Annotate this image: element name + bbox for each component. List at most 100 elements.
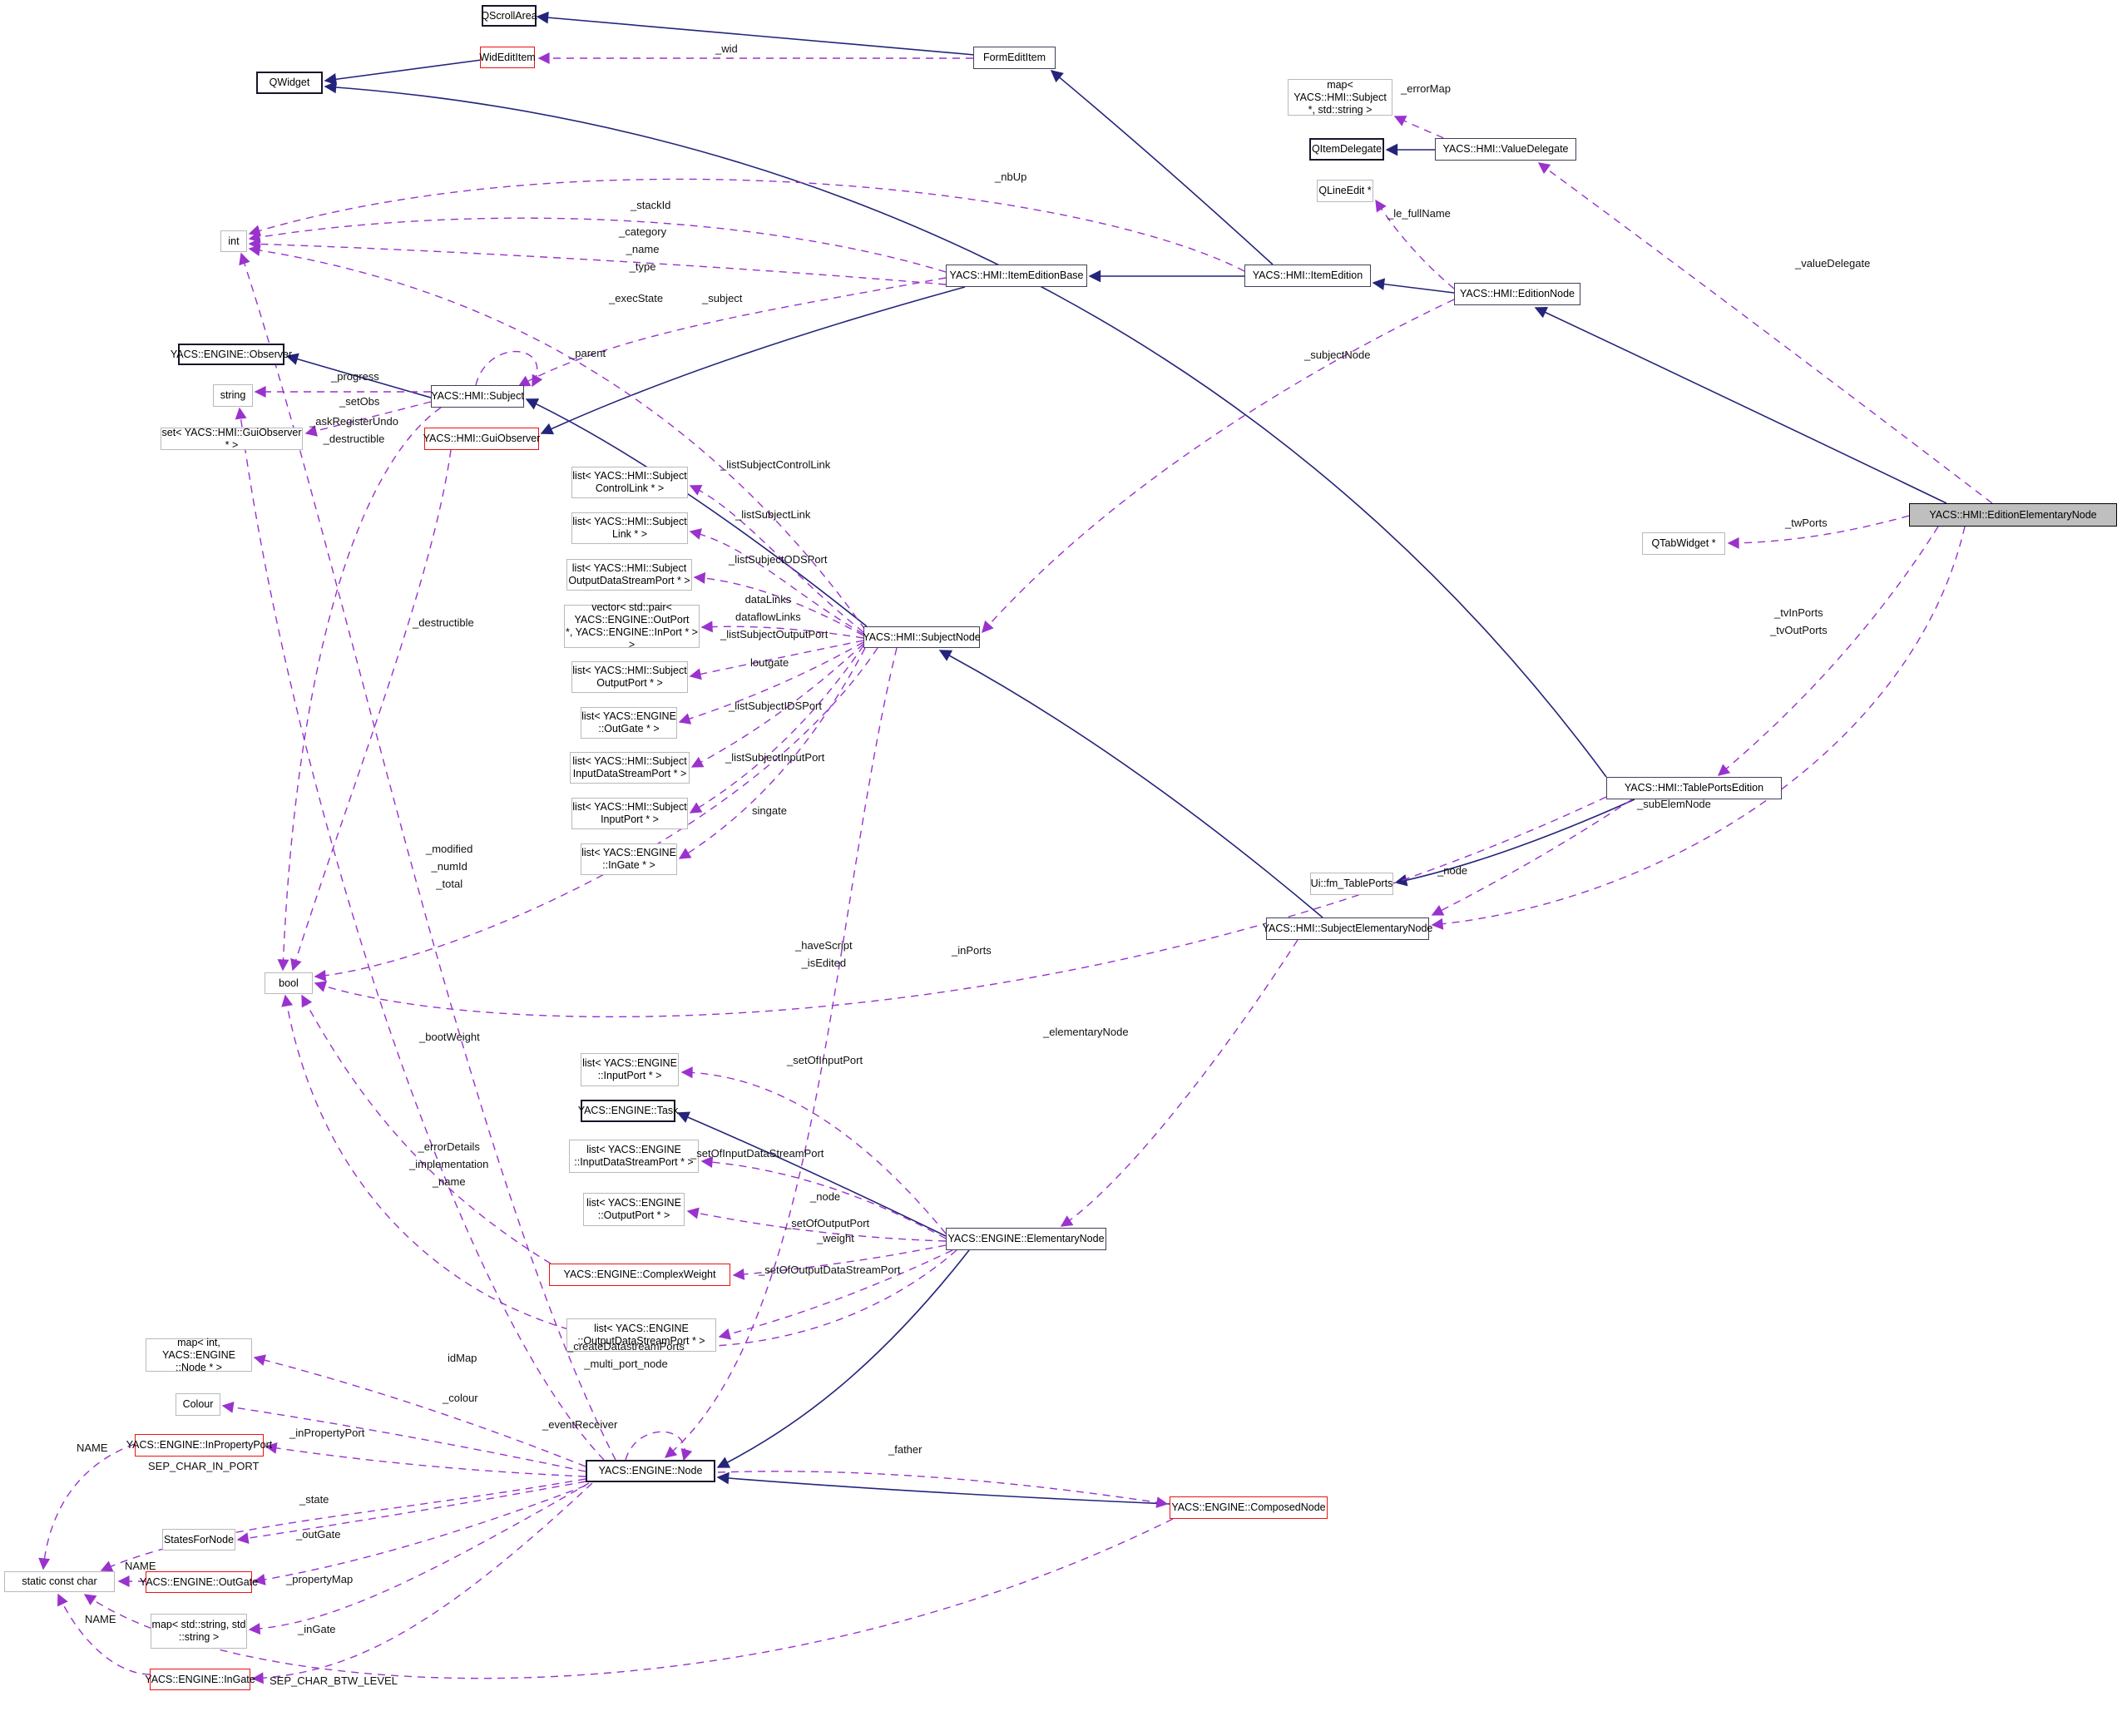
edge-label-idMap: idMap bbox=[448, 1352, 477, 1364]
edge-label-_listSubjectLink: _listSubjectLink bbox=[735, 508, 811, 521]
class-node-node[interactable]: YACS::ENGINE::Node bbox=[586, 1460, 715, 1482]
class-node-editionnode[interactable]: YACS::HMI::EditionNode bbox=[1454, 283, 1580, 305]
edge-label-_node: _node bbox=[810, 1190, 841, 1203]
class-node-itemeditionbase[interactable]: YACS::HMI::ItemEditionBase bbox=[946, 265, 1087, 287]
member-edge-NAME bbox=[38, 1443, 136, 1570]
class-node-list-controllink[interactable]: list< YACS::HMI::Subject ControlLink * > bbox=[571, 467, 688, 498]
class-node-outgate[interactable]: YACS::ENGINE::OutGate bbox=[140, 1571, 258, 1593]
class-node-colour[interactable]: Colour bbox=[176, 1393, 220, 1416]
class-node-label: list< YACS::ENGINE ::OutputPort * > bbox=[586, 1197, 681, 1221]
class-node-qwidget[interactable]: QWidget bbox=[256, 72, 323, 94]
edge-label-_setOfInputPort: _setOfInputPort bbox=[787, 1054, 863, 1066]
class-node-list-link[interactable]: list< YACS::HMI::Subject Link * > bbox=[571, 512, 688, 544]
class-node-list-outputport[interactable]: list< YACS::HMI::Subject OutputPort * > bbox=[571, 661, 688, 693]
edge-label-_errorDetails: _errorDetails _implementation _name bbox=[409, 1140, 489, 1188]
class-node-subject[interactable]: YACS::HMI::Subject bbox=[431, 385, 524, 408]
class-node-list-idsport[interactable]: list< YACS::HMI::Subject InputDataStream… bbox=[570, 752, 690, 784]
edge-label-_modified: _modified _numId _total bbox=[426, 843, 473, 890]
edge-label-_twPorts: _twPorts bbox=[1785, 517, 1828, 529]
class-node-list-odsport[interactable]: list< YACS::HMI::Subject OutputDataStrea… bbox=[566, 559, 692, 591]
edge-label-_outGate: _outGate bbox=[296, 1528, 341, 1541]
class-node-label: QScrollArea bbox=[481, 9, 537, 22]
edge-label-_valueDelegate: _valueDelegate bbox=[1795, 257, 1871, 270]
class-node-list-odsp-e[interactable]: list< YACS::ENGINE ::OutputDataStreamPor… bbox=[566, 1318, 716, 1352]
class-node-label: list< YACS::HMI::Subject OutputPort * > bbox=[572, 665, 687, 689]
edge-label-_state: _state bbox=[299, 1493, 329, 1506]
class-node-label: YACS::HMI::ItemEditionBase bbox=[949, 270, 1084, 281]
class-node-list-ingate[interactable]: list< YACS::ENGINE ::InGate * > bbox=[581, 843, 677, 875]
edge-label-_node: _node bbox=[1437, 864, 1468, 877]
class-node-bool[interactable]: bool bbox=[265, 972, 313, 994]
class-node-observer[interactable]: YACS::ENGINE::Observer bbox=[171, 344, 292, 365]
class-node-set-guiobserver[interactable]: set< YACS::HMI::GuiObserver * > bbox=[161, 426, 303, 451]
class-node-task[interactable]: YACS::ENGINE::Task bbox=[578, 1100, 678, 1122]
member-edge-_twPorts bbox=[1727, 515, 1910, 549]
edge-label-_inPropertyPort: _inPropertyPort bbox=[289, 1427, 365, 1439]
class-node-elementarynode[interactable]: YACS::ENGINE::ElementaryNode bbox=[946, 1228, 1106, 1250]
class-node-qtabwidget[interactable]: QTabWidget * bbox=[1642, 532, 1725, 555]
class-node-itemedition[interactable]: YACS::HMI::ItemEdition bbox=[1244, 265, 1371, 287]
member-edge-_inPorts bbox=[314, 796, 1607, 1018]
member-edge-_eventReceiver bbox=[625, 1431, 693, 1462]
class-node-edition-elementary-node[interactable]: YACS::HMI::EditionElementaryNode bbox=[1909, 503, 2117, 527]
class-node-tableportsedition[interactable]: YACS::HMI::TablePortsEdition bbox=[1606, 777, 1782, 799]
class-node-wideditem[interactable]: WidEditItem bbox=[479, 47, 536, 68]
class-node-qscrollarea[interactable]: QScrollArea bbox=[481, 5, 537, 27]
class-node-formedititem[interactable]: FormEditItem bbox=[973, 47, 1056, 69]
edge-label-dataLinks: dataLinks dataflowLinks bbox=[735, 593, 801, 623]
member-edge-SEP_CHAR_BTW_LEVEL bbox=[83, 1518, 1174, 1679]
class-node-label: list< YACS::HMI::Subject Link * > bbox=[572, 516, 687, 540]
member-edge-idMap bbox=[253, 1354, 586, 1467]
class-node-label: YACS::HMI::EditionElementaryNode bbox=[1929, 508, 2097, 521]
class-node-subjectnode[interactable]: YACS::HMI::SubjectNode bbox=[863, 626, 981, 648]
edge-label-NAME: NAME bbox=[77, 1442, 108, 1454]
class-node-int[interactable]: int bbox=[220, 230, 247, 252]
class-node-list-idsp-e[interactable]: list< YACS::ENGINE ::InputDataStreamPort… bbox=[569, 1140, 699, 1173]
edge-label-_elementaryNode: _elementaryNode bbox=[1043, 1026, 1129, 1038]
class-node-string[interactable]: string bbox=[213, 384, 253, 407]
class-node-map-int-node[interactable]: map< int, YACS::ENGINE ::Node * > bbox=[146, 1337, 252, 1373]
edge-label-_errorMap: _errorMap bbox=[1401, 82, 1451, 95]
edge-label-_listSubjectIDSPort: _listSubjectIDSPort bbox=[729, 700, 822, 712]
class-node-guiobserver[interactable]: YACS::HMI::GuiObserver bbox=[423, 428, 541, 450]
class-node-static-const-char[interactable]: static const char bbox=[4, 1571, 115, 1592]
class-node-label: YACS::ENGINE::InPropertyPort bbox=[126, 1439, 273, 1451]
class-node-vector-pair[interactable]: vector< std::pair< YACS::ENGINE::OutPort… bbox=[564, 601, 700, 650]
class-node-qlineedit[interactable]: QLineEdit * bbox=[1317, 180, 1373, 202]
class-node-valuedelegate[interactable]: YACS::HMI::ValueDelegate bbox=[1435, 138, 1576, 161]
edge-label-_execState: _execState bbox=[609, 292, 664, 304]
class-node-qitemdelegate[interactable]: QItemDelegate bbox=[1309, 138, 1384, 161]
member-edge-_setOfOutputPort bbox=[686, 1207, 947, 1242]
class-node-statesfornode[interactable]: StatesForNode bbox=[162, 1529, 235, 1551]
class-node-subject-elementary-node[interactable]: YACS::HMI::SubjectElementaryNode bbox=[1263, 917, 1432, 940]
edge-label-_le_fullName: _le_fullName bbox=[1387, 207, 1451, 220]
class-node-composednode[interactable]: YACS::ENGINE::ComposedNode bbox=[1170, 1496, 1328, 1519]
edge-label-_setOfOutputPort: _setOfOutputPort bbox=[785, 1217, 870, 1229]
class-node-ui-fm-tableports[interactable]: Ui::fm_TablePorts bbox=[1310, 873, 1393, 895]
class-node-list-outputport-e[interactable]: list< YACS::ENGINE ::OutputPort * > bbox=[583, 1193, 685, 1226]
member-edge-_haveScript bbox=[314, 647, 878, 982]
class-node-ingate[interactable]: YACS::ENGINE::InGate bbox=[145, 1669, 255, 1690]
class-node-label: Colour bbox=[182, 1398, 214, 1410]
class-node-list-inputport[interactable]: list< YACS::HMI::Subject InputPort * > bbox=[571, 798, 688, 829]
inheritance-edge bbox=[324, 81, 1607, 778]
member-edge-_father bbox=[717, 1471, 1169, 1509]
class-node-list-inputport-e[interactable]: list< YACS::ENGINE ::InputPort * > bbox=[581, 1053, 679, 1086]
edge-label-_setOfInputDataStreamPort: _setOfInputDataStreamPort bbox=[690, 1147, 824, 1160]
member-edge-_valueDelegate bbox=[1537, 162, 1993, 504]
class-node-label: bool bbox=[279, 977, 299, 989]
class-node-label: YACS::ENGINE::InGate bbox=[145, 1673, 255, 1685]
class-node-map-string-string[interactable]: map< std::string, std ::string > bbox=[151, 1614, 247, 1649]
edge-label-_setObs: _setObs bbox=[339, 395, 380, 408]
class-node-label: set< YACS::HMI::GuiObserver * > bbox=[161, 426, 302, 451]
edge-label-_createDatastreamPorts: _createDatastreamPorts _multi_port_node bbox=[567, 1340, 685, 1370]
class-node-list-outgate[interactable]: list< YACS::ENGINE ::OutGate * > bbox=[581, 707, 677, 739]
class-node-label: YACS::HMI::GuiObserver bbox=[423, 433, 541, 444]
inheritance-edge bbox=[716, 1249, 970, 1468]
class-node-complexweight[interactable]: YACS::ENGINE::ComplexWeight bbox=[549, 1264, 730, 1286]
class-node-label: YACS::ENGINE::Task bbox=[577, 1105, 679, 1116]
class-node-inpropertyport[interactable]: YACS::ENGINE::InPropertyPort bbox=[126, 1434, 272, 1457]
class-node-map-subject-string[interactable]: map< YACS::HMI::Subject *, std::string > bbox=[1288, 79, 1392, 116]
